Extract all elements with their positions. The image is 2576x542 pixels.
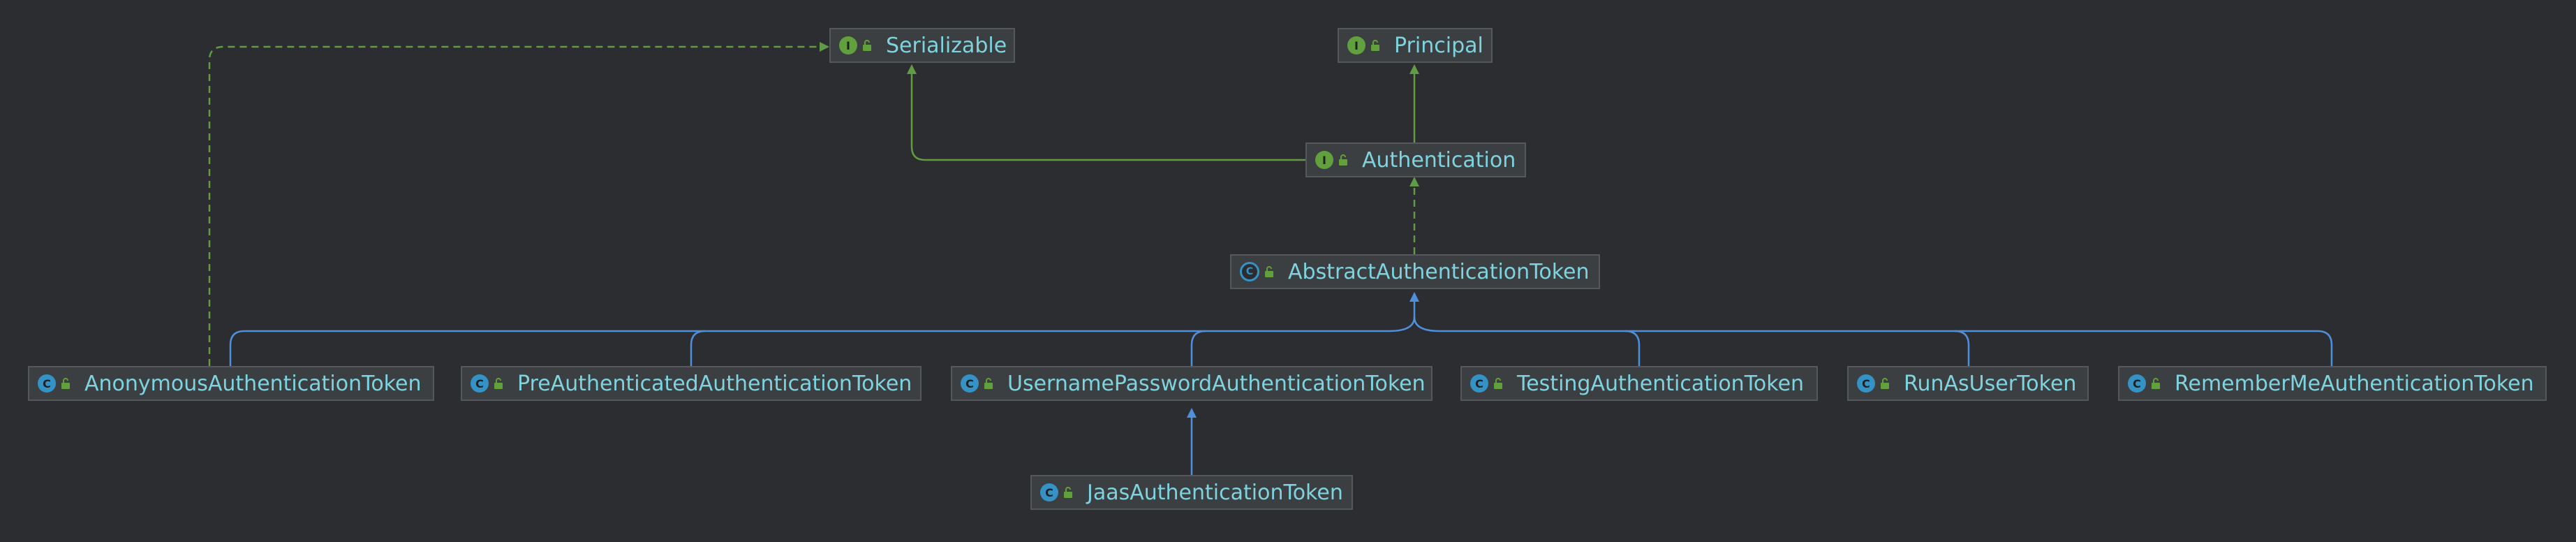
node-serializable[interactable]: I Serializable bbox=[829, 28, 1015, 63]
node-label: AnonymousAuthenticationToken bbox=[84, 371, 422, 396]
edge-runas-to-abstract bbox=[1954, 330, 1970, 366]
unlocked-icon bbox=[1881, 378, 1889, 389]
node-testing-authentication-token[interactable]: C TestingAuthenticationToken bbox=[1460, 366, 1818, 401]
node-label: PreAuthenticatedAuthenticationToken bbox=[517, 371, 912, 396]
node-label: RememberMeAuthenticationToken bbox=[2175, 371, 2534, 396]
node-authentication[interactable]: I Authentication bbox=[1305, 142, 1526, 177]
node-label: RunAsUserToken bbox=[1904, 371, 2077, 396]
edge-preauth-to-abstract bbox=[690, 330, 706, 366]
edges-subclasses-to-abstract bbox=[229, 292, 2333, 366]
unlocked-icon bbox=[863, 40, 871, 51]
edge-anonymous-to-abstract bbox=[229, 316, 1416, 366]
interface-icon: I bbox=[1347, 36, 1365, 54]
node-pre-authenticated-authentication-token[interactable]: C PreAuthenticatedAuthenticationToken bbox=[461, 366, 921, 401]
node-label: Authentication bbox=[1362, 147, 1516, 173]
class-icon: C bbox=[1857, 374, 1875, 393]
node-label: UsernamePasswordAuthenticationToken bbox=[1007, 371, 1426, 396]
unlocked-icon bbox=[494, 378, 503, 389]
interface-icon: I bbox=[1315, 151, 1333, 169]
node-label: TestingAuthenticationToken bbox=[1517, 371, 1805, 396]
unlocked-icon bbox=[984, 378, 993, 389]
class-icon: C bbox=[471, 374, 489, 393]
interface-icon: I bbox=[839, 36, 857, 54]
class-icon: C bbox=[2128, 374, 2146, 393]
node-label: JaasAuthenticationToken bbox=[1087, 480, 1343, 505]
class-icon: C bbox=[1470, 374, 1488, 393]
edge-testing-to-abstract bbox=[1413, 316, 1641, 366]
unlocked-icon bbox=[2152, 378, 2160, 389]
unlocked-icon bbox=[1064, 487, 1072, 498]
node-jaas-authentication-token[interactable]: C JaasAuthenticationToken bbox=[1030, 475, 1353, 510]
abstract-class-icon: C bbox=[1240, 262, 1259, 281]
class-icon: C bbox=[961, 374, 979, 393]
node-remember-me-authentication-token[interactable]: C RememberMeAuthenticationToken bbox=[2118, 366, 2547, 401]
node-label: Principal bbox=[1394, 33, 1483, 58]
node-principal[interactable]: I Principal bbox=[1338, 28, 1493, 63]
unlocked-icon bbox=[61, 378, 70, 389]
edge-rememberme-to-abstract bbox=[1625, 330, 2333, 366]
node-username-password-authentication-token[interactable]: C UsernamePasswordAuthenticationToken bbox=[951, 366, 1433, 401]
unlocked-icon bbox=[1339, 154, 1347, 166]
unlocked-icon bbox=[1371, 40, 1379, 51]
edge-authentication-to-serializable bbox=[907, 64, 1305, 161]
unlocked-icon bbox=[1265, 266, 1273, 277]
node-run-as-user-token[interactable]: C RunAsUserToken bbox=[1847, 366, 2089, 401]
unlocked-icon bbox=[1494, 378, 1502, 389]
edge-anonymous-to-serializable bbox=[208, 42, 829, 366]
node-label: AbstractAuthenticationToken bbox=[1288, 259, 1590, 284]
node-anonymous-authentication-token[interactable]: C AnonymousAuthenticationToken bbox=[28, 366, 434, 401]
edge-username-to-abstract bbox=[1190, 330, 1206, 366]
node-abstract-authentication-token[interactable]: C AbstractAuthenticationToken bbox=[1230, 254, 1600, 289]
node-label: Serializable bbox=[886, 33, 1007, 58]
class-icon: C bbox=[38, 374, 56, 393]
class-icon: C bbox=[1040, 483, 1058, 501]
